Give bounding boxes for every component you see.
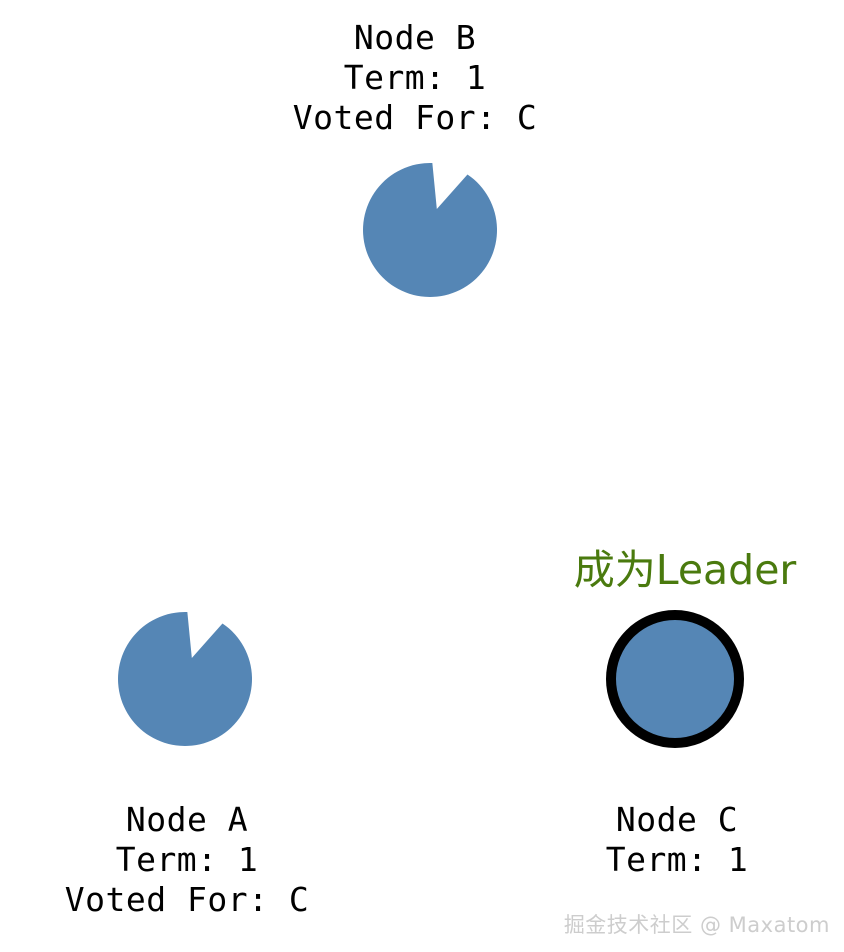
node-c-label: Node C Term: 1 <box>520 800 830 880</box>
watermark: 掘金技术社区 @ Maxatom <box>563 913 830 937</box>
node-b-circle[interactable] <box>363 162 498 297</box>
node-a-name: Node A <box>125 800 249 839</box>
node-a-term: Term: 1 <box>115 840 259 879</box>
node-c-name: Node C <box>615 800 739 839</box>
node-a-voted-for: Voted For: C <box>64 880 310 919</box>
node-b-label: Node B Term: 1 Voted For: C <box>0 18 844 138</box>
node-a-label: Node A Term: 1 Voted For: C <box>0 800 370 920</box>
leader-annotation: 成为Leader <box>573 546 797 594</box>
node-b-term: Term: 1 <box>343 58 487 97</box>
node-c-term: Term: 1 <box>605 840 749 879</box>
node-a-circle[interactable] <box>118 611 253 746</box>
node-b-name: Node B <box>353 18 477 57</box>
node-c-circle[interactable] <box>606 610 744 748</box>
node-b-voted-for: Voted For: C <box>292 98 538 137</box>
